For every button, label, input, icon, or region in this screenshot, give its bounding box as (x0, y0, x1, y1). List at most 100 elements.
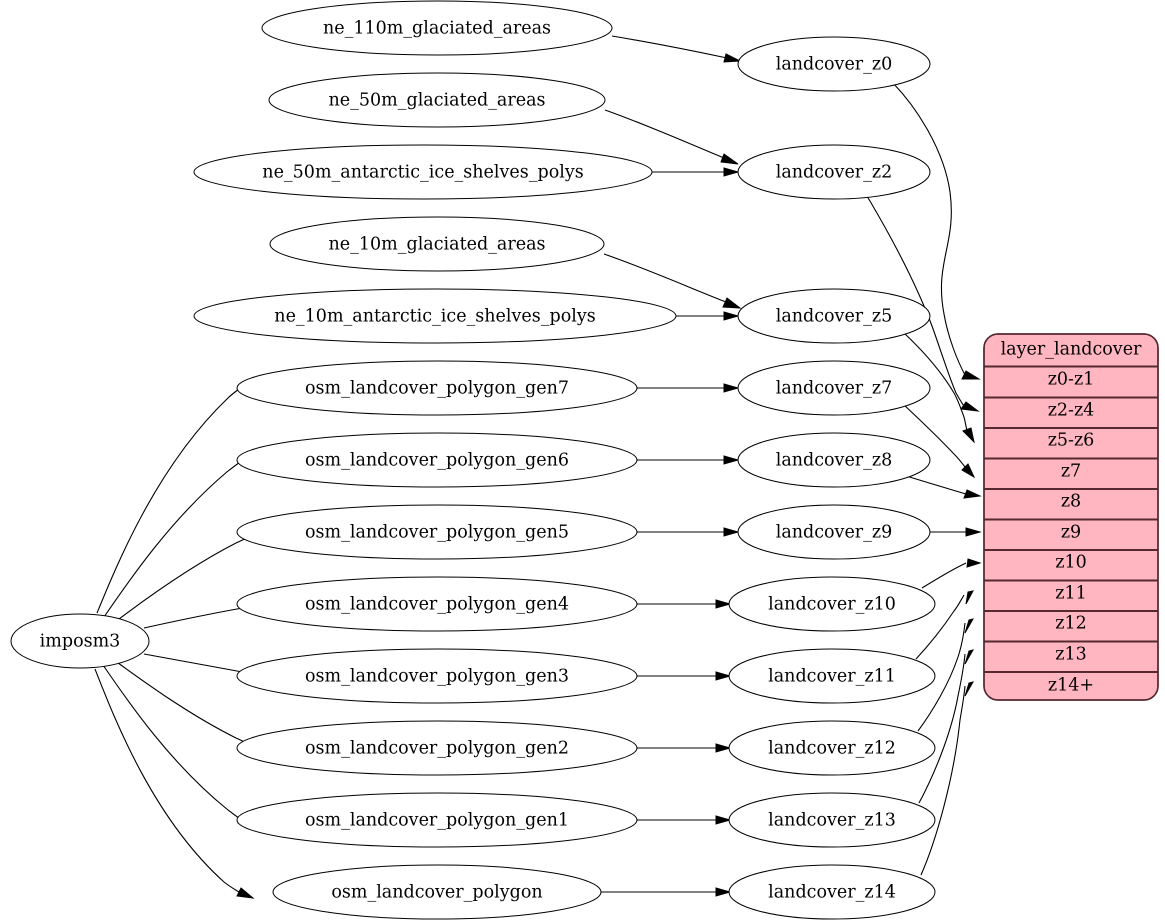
node-shape[interactable] (737, 360, 931, 416)
node-osm-landcover-polygon-gen6[interactable]: osm_landcover_polygon_gen6 (236, 432, 638, 488)
table-row-label: z0-z1 (1048, 370, 1095, 390)
node-shape[interactable] (728, 792, 936, 848)
node-label: osm_landcover_polygon_gen2 (305, 739, 569, 759)
node-shape[interactable] (737, 144, 931, 200)
node-imposm3[interactable]: imposm3 (10, 613, 150, 669)
edge-ne50mglac-to-z2 (604, 109, 725, 159)
node-shape[interactable] (193, 288, 677, 344)
edge-arrowhead (723, 527, 740, 537)
edge-z2-to-row-z2z4 (863, 190, 965, 407)
node-shape[interactable] (193, 144, 653, 200)
osm-source-nodes: osm_landcover_polygon_gen7 osm_landcover… (236, 360, 638, 920)
node-shape[interactable] (737, 36, 931, 92)
node-shape[interactable] (236, 720, 638, 776)
node-shape[interactable] (236, 576, 638, 632)
natural-earth-nodes: ne_110m_glaciated_areas ne_50m_glaciated… (193, 0, 677, 344)
table-row-z8[interactable]: z8 (984, 492, 1158, 521)
edge-arrowhead (715, 671, 732, 681)
edge-imposm3-to-gen4 (143, 605, 256, 629)
node-ne-50m-glaciated-areas[interactable]: ne_50m_glaciated_areas (268, 72, 606, 128)
table-row-z13[interactable]: z13 (984, 645, 1158, 673)
table-row-z10[interactable]: z10 (984, 553, 1158, 582)
node-osm-landcover-polygon-gen7[interactable]: osm_landcover_polygon_gen7 (236, 360, 638, 416)
edge-arrowhead (723, 383, 740, 393)
node-landcover-z9[interactable]: landcover_z9 (737, 504, 931, 560)
node-shape[interactable] (236, 360, 638, 416)
node-landcover-z5[interactable]: landcover_z5 (737, 288, 931, 344)
node-landcover-z11[interactable]: landcover_z11 (728, 648, 936, 704)
node-landcover-z10[interactable]: landcover_z10 (728, 576, 936, 632)
edge-arrowhead (723, 311, 740, 321)
node-shape[interactable] (236, 648, 638, 704)
node-shape[interactable] (268, 72, 606, 128)
node-landcover-z2[interactable]: landcover_z2 (737, 144, 931, 200)
node-label: landcover_z14 (768, 883, 896, 903)
node-shape[interactable] (737, 432, 931, 488)
table-header-label: layer_landcover (1001, 340, 1142, 360)
node-osm-landcover-polygon-gen1[interactable]: osm_landcover_polygon_gen1 (236, 792, 638, 848)
edge-arrowhead (720, 153, 739, 165)
node-shape[interactable] (728, 720, 936, 776)
node-ne-10m-glaciated-areas[interactable]: ne_10m_glaciated_areas (269, 216, 605, 272)
table-row-z11[interactable]: z11 (984, 584, 1158, 612)
node-label: landcover_z2 (776, 163, 893, 183)
node-label: landcover_z13 (768, 811, 896, 831)
node-label: osm_landcover_polygon_gen4 (305, 595, 569, 615)
node-label: osm_landcover_polygon_gen3 (305, 667, 569, 687)
table-row-z9[interactable]: z9 (984, 523, 1158, 551)
node-ne-50m-antarctic-ice-shelves-polys[interactable]: ne_50m_antarctic_ice_shelves_polys (193, 144, 653, 200)
node-osm-landcover-polygon-gen2[interactable]: osm_landcover_polygon_gen2 (236, 720, 638, 776)
node-shape[interactable] (737, 288, 931, 344)
table-row-z14-plus[interactable]: z14+ (1048, 676, 1094, 696)
node-landcover-z8[interactable]: landcover_z8 (737, 432, 931, 488)
node-label: landcover_z11 (768, 667, 896, 687)
table-row-label: z2-z4 (1048, 401, 1095, 421)
table-row-label: z7 (1061, 462, 1081, 482)
layer-landcover-table[interactable]: layer_landcover z0-z1 z2-z4 z5-z6 z7 (983, 333, 1159, 701)
node-label: ne_10m_glaciated_areas (329, 235, 546, 255)
edge-ne10mglac-to-z5 (603, 253, 727, 303)
node-osm-landcover-polygon[interactable]: osm_landcover_polygon (272, 864, 602, 920)
node-shape[interactable] (261, 0, 613, 56)
node-osm-landcover-polygon-gen3[interactable]: osm_landcover_polygon_gen3 (236, 648, 638, 704)
edge-arrowhead (964, 649, 975, 665)
node-osm-landcover-polygon-gen5[interactable]: osm_landcover_polygon_gen5 (236, 504, 638, 560)
edge-imposm3-to-gen6 (103, 461, 241, 618)
node-shape[interactable] (236, 432, 638, 488)
table-row-z7[interactable]: z7 (984, 462, 1158, 490)
edge-arrowhead (723, 53, 742, 63)
table-row-label: z10 (1055, 553, 1087, 573)
edge-z5-to-row-z5z6 (903, 332, 968, 432)
node-shape[interactable] (272, 864, 602, 920)
table-row-z0-z1[interactable]: z0-z1 (984, 370, 1158, 399)
table-row-z12[interactable]: z12 (984, 614, 1158, 643)
node-landcover-z12[interactable]: landcover_z12 (728, 720, 936, 776)
node-shape[interactable] (236, 504, 638, 560)
node-landcover-z0[interactable]: landcover_z0 (737, 36, 931, 92)
table-row-label: z13 (1055, 645, 1087, 665)
node-shape[interactable] (10, 613, 150, 669)
node-landcover-z13[interactable]: landcover_z13 (728, 792, 936, 848)
node-shape[interactable] (728, 576, 936, 632)
node-shape[interactable] (737, 504, 931, 560)
edge-arrowhead (715, 815, 732, 825)
edge-z0-to-row-z0z1 (892, 82, 966, 376)
node-ne-10m-antarctic-ice-shelves-polys[interactable]: ne_10m_antarctic_ice_shelves_polys (193, 288, 677, 344)
table-row-z2-z4[interactable]: z2-z4 (984, 401, 1158, 429)
node-landcover-z7[interactable]: landcover_z7 (737, 360, 931, 416)
table-row-z5-z6[interactable]: z5-z6 (984, 431, 1158, 460)
node-label: landcover_z9 (776, 523, 893, 543)
node-label: landcover_z8 (776, 451, 893, 471)
edge-arrowhead (715, 887, 732, 897)
edge-arrowhead (962, 427, 975, 444)
node-ne-110m-glaciated-areas[interactable]: ne_110m_glaciated_areas (261, 0, 613, 56)
node-shape[interactable] (236, 792, 638, 848)
node-osm-landcover-polygon-gen4[interactable]: osm_landcover_polygon_gen4 (236, 576, 638, 632)
node-shape[interactable] (728, 648, 936, 704)
edge-z7-to-row-z7 (902, 403, 966, 468)
node-landcover-z14[interactable]: landcover_z14 (728, 864, 936, 920)
node-shape[interactable] (728, 864, 936, 920)
edge-arrowhead (965, 527, 982, 537)
node-shape[interactable] (269, 216, 605, 272)
